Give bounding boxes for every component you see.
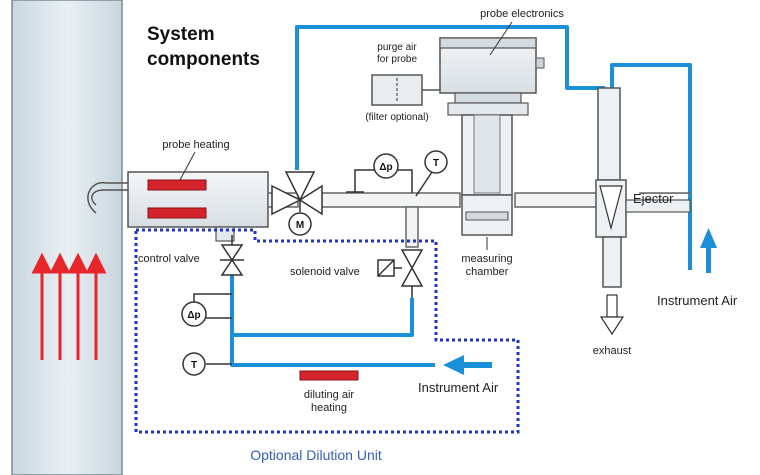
temp-left-symbol: T <box>191 360 197 371</box>
purge-air-label-1: purge air <box>377 42 417 53</box>
title-line-2: components <box>147 49 260 70</box>
filter-optional-label: (filter optional) <box>365 112 428 123</box>
solenoid-branch <box>405 206 419 248</box>
pipe-top-loop <box>295 25 605 170</box>
heater-element-bottom <box>147 207 207 219</box>
diluting-air-label-2: heating <box>311 402 347 414</box>
solenoid-valve-label: solenoid valve <box>290 266 360 278</box>
probe-inlet <box>87 182 128 214</box>
exhaust-label: exhaust <box>593 345 632 357</box>
control-valve <box>220 235 244 276</box>
measuring-chamber <box>461 114 513 236</box>
ejector-label: Ejector <box>633 191 674 206</box>
temp-sensor-top: T <box>415 150 448 197</box>
motor-symbol: M <box>296 220 304 231</box>
purge-air-filter <box>371 74 455 106</box>
stack-duct <box>11 0 123 475</box>
temp-sensor-left: T <box>182 352 232 376</box>
measuring-chamber-label-2: chamber <box>466 266 509 278</box>
motor-actuator: M <box>288 212 312 236</box>
pipe-dilution-branch <box>232 298 414 337</box>
pipe-dilution-main <box>230 275 435 367</box>
three-way-valve <box>271 171 323 216</box>
pipe-instrument-air-right <box>610 63 692 270</box>
diluting-air-heater <box>299 370 359 381</box>
title-line-1: System <box>147 24 215 45</box>
temp-top-symbol: T <box>433 158 439 169</box>
dp-sensor-left: Δp <box>181 293 232 327</box>
instrument-air-arrow-bottom <box>443 355 492 375</box>
optional-dilution-unit-label: Optional Dilution Unit <box>250 447 382 463</box>
probe-heating-label: probe heating <box>162 139 229 151</box>
diluting-air-label-1: diluting air <box>304 389 354 401</box>
control-valve-label: control valve <box>138 253 200 265</box>
instrument-air-pipes <box>230 25 692 367</box>
instrument-air-arrow-right <box>700 228 717 273</box>
probe-electronics-housing <box>439 37 545 116</box>
flue-gas-flow-arrows <box>31 252 107 360</box>
probe-electronics-label: probe electronics <box>480 8 564 20</box>
purge-air-label-2: for probe <box>377 54 417 65</box>
probe-heating-housing <box>127 171 269 242</box>
instrument-air-label-right: Instrument Air <box>657 293 738 308</box>
exhaust-arrow <box>599 294 625 336</box>
dp-top-symbol: Δp <box>379 162 392 173</box>
dp-left-symbol: Δp <box>187 310 200 321</box>
heater-element-top <box>147 179 207 191</box>
dp-bypass <box>346 169 413 193</box>
dilution-unit-border <box>134 228 520 434</box>
ejector <box>595 87 691 288</box>
instrument-air-label-bottom: Instrument Air <box>418 380 499 395</box>
measuring-chamber-label-1: measuring <box>461 253 512 265</box>
solenoid-valve <box>377 249 424 298</box>
dp-sensor-top: Δp <box>373 153 399 179</box>
